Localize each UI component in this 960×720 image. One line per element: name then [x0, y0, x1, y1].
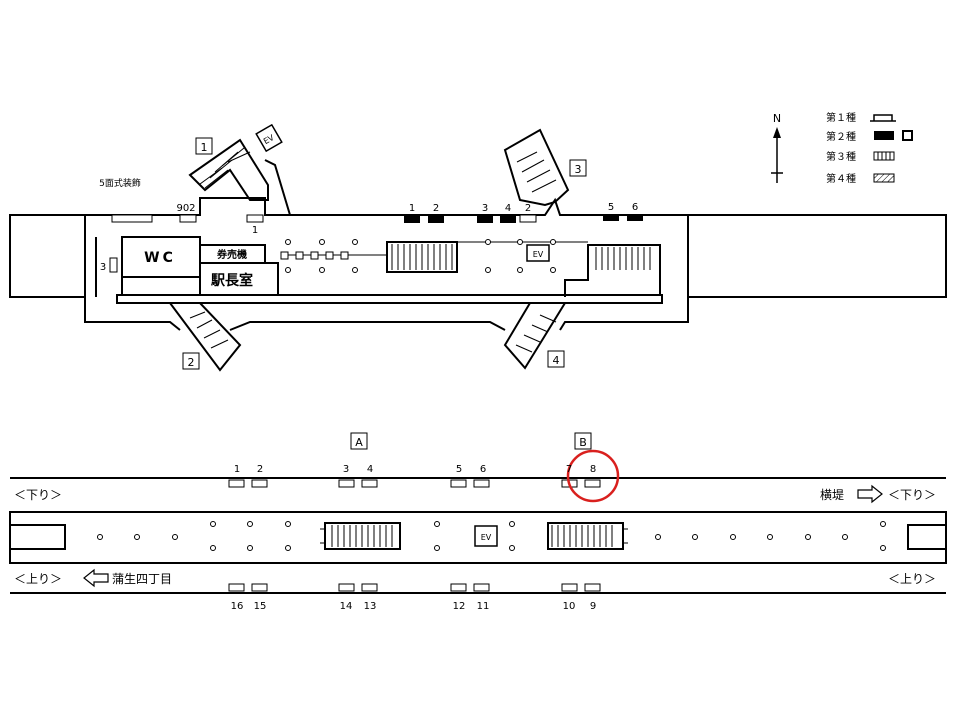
left-tunnel — [9, 214, 86, 298]
legend: N 第１種 第２種 第３種 第４種 — [773, 111, 856, 185]
door-number: 5 — [456, 464, 462, 475]
concourse-outline — [84, 159, 689, 331]
section-b-label: B — [579, 436, 587, 449]
concourse-type3-signs — [109, 214, 537, 273]
door-number: 2 — [257, 464, 263, 475]
down-destination-label: 横堤 — [820, 488, 844, 502]
sign-label-1: 1 — [409, 203, 415, 214]
concourse-pillars — [285, 239, 556, 273]
right-tunnel — [687, 214, 947, 298]
legend-type1-symbol — [870, 114, 896, 122]
sign-label-4: 4 — [505, 203, 511, 214]
platform-stairs-b — [547, 522, 624, 550]
sign-label-6: 6 — [632, 202, 638, 213]
right-arrow-icon — [857, 484, 883, 504]
door-number: 12 — [453, 601, 466, 612]
exit4-stairs — [503, 302, 567, 370]
compass — [771, 127, 783, 183]
platform-ev-label: EV — [481, 533, 492, 542]
left-arrow-icon — [83, 568, 109, 588]
station-office-label: 駅長室 — [211, 272, 253, 289]
legend-type3-symbol — [873, 151, 895, 161]
legend-type2-label: 第２種 — [826, 130, 856, 143]
platform-door-markers-top — [228, 479, 601, 488]
label-902: 902 — [176, 203, 195, 214]
concourse-labels: 1 2 3 4 EV EV WC 券売機 駅長室 5面式装飾 902 3 1 1… — [99, 133, 638, 369]
decor-label: 5面式装飾 — [99, 177, 141, 189]
platform-door-markers-bottom — [228, 583, 601, 592]
platform-pillars — [97, 521, 886, 551]
door-number: 6 — [480, 464, 486, 475]
door-number: 10 — [563, 601, 576, 612]
section-b-box — [574, 432, 592, 450]
door-number: 3 — [343, 464, 349, 475]
wc-label: WC — [144, 250, 176, 266]
legend-type1-label: 第１種 — [826, 111, 856, 124]
door-number: 14 — [340, 601, 353, 612]
legend-symbols — [870, 114, 913, 183]
exit1-stairs — [188, 138, 269, 201]
platform-stair-hatches — [320, 525, 628, 547]
exit-2-label: 2 — [188, 356, 195, 369]
left-type3-label: 3 — [100, 262, 106, 273]
exit-3-label: 3 — [575, 163, 582, 176]
concourse-map — [9, 128, 947, 372]
door-number: 16 — [231, 601, 244, 612]
exit-4-label: 4 — [553, 354, 560, 367]
platform-stairs-a — [324, 522, 401, 550]
door-number: 11 — [477, 601, 490, 612]
platform-labels: A B EV 1 2 3 4 5 6 7 8 16 15 14 13 12 11… — [14, 436, 936, 612]
sign-label-5: 5 — [608, 202, 614, 213]
down-left-label: ＜下り＞ — [14, 488, 62, 502]
door-number: 15 — [254, 601, 267, 612]
section-a-box — [350, 432, 368, 450]
exit3-stairs — [503, 128, 570, 207]
up-left-label: ＜上り＞ — [14, 572, 62, 586]
concourse-stair-hatches — [189, 147, 557, 353]
bottom-type3-label: 1 — [252, 225, 258, 236]
legend-type4-symbol — [873, 173, 895, 183]
legend-type3-label: 第３種 — [826, 150, 856, 163]
legend-type2-symbol — [874, 131, 894, 140]
ticket-gates — [280, 251, 349, 260]
exit2-stairs — [168, 302, 242, 372]
platform-map — [9, 477, 947, 594]
top-ev-box — [255, 123, 283, 153]
up-destination-label: 蒲生四丁目 — [112, 572, 172, 586]
sign-label-2b: 2 — [525, 203, 531, 214]
up-right-label: ＜上り＞ — [888, 572, 936, 586]
platform-right-end — [907, 524, 947, 550]
down-right-label: ＜下り＞ — [888, 488, 936, 502]
door-number: 13 — [364, 601, 377, 612]
compass-label: N — [773, 112, 781, 125]
concourse-signs — [404, 214, 643, 223]
concourse-platform-stairs — [285, 241, 651, 273]
legend-type4-label: 第４種 — [826, 172, 856, 185]
door-number: 4 — [367, 464, 373, 475]
door-number: 7 — [566, 464, 572, 475]
door-number: 1 — [234, 464, 240, 475]
platform-left-end — [9, 524, 66, 550]
platform-ev-box — [474, 525, 498, 547]
concourse-ev-label: EV — [533, 250, 544, 259]
door-number: 8 — [590, 464, 596, 475]
sign-label-3: 3 — [482, 203, 488, 214]
ticket-machine-label: 券売機 — [216, 248, 247, 261]
highlight-circle — [566, 449, 620, 503]
concourse-ev-box — [526, 244, 550, 262]
door-number: 9 — [590, 601, 596, 612]
exit-1-label: 1 — [201, 141, 208, 154]
sign-label-2: 2 — [433, 203, 439, 214]
section-a-label: A — [355, 436, 363, 449]
exit-number-boxes — [182, 137, 587, 370]
